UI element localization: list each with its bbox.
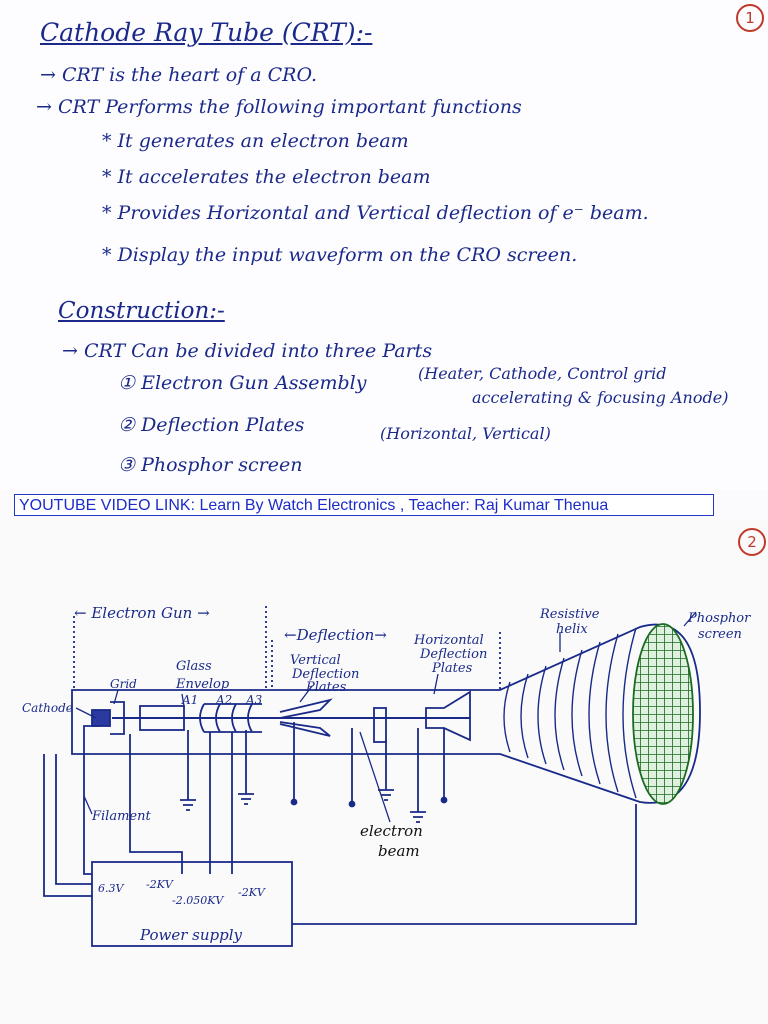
label-filament: Filament: [91, 809, 151, 824]
notes-page-1: 1 Cathode Ray Tube (CRT):- → CRT is the …: [0, 0, 768, 490]
label-a2: A2: [215, 693, 232, 707]
notes-page-2: 2: [0, 522, 768, 1024]
label-a1: A1: [181, 693, 198, 707]
label-6-3v: 6.3V: [98, 882, 124, 895]
part-item-3: ③ Phosphor screen: [118, 454, 303, 476]
label-horizontal-3: Plates: [431, 661, 473, 676]
label-deflection: ←Deflection→: [284, 626, 387, 644]
part-item-2: ② Deflection Plates: [118, 414, 305, 436]
function-item-4: * Display the input waveform on the CRO …: [102, 244, 578, 266]
horizontal-plate-left: [373, 707, 387, 743]
function-item-3: * Provides Horizontal and Vertical defle…: [102, 202, 649, 224]
note-line-2: → CRT Performs the following important f…: [36, 96, 522, 118]
label-glass-2: Envelop: [175, 677, 230, 692]
label-grid: Grid: [110, 677, 137, 691]
part-item-1: ① Electron Gun Assembly: [118, 372, 367, 394]
construction-heading: Construction:-: [58, 298, 225, 324]
label-horizontal-1: Horizontal: [413, 633, 484, 648]
label-glass-1: Glass: [176, 659, 212, 674]
label-minus-2050kv: -2.050KV: [172, 894, 224, 907]
label-vertical-2: Deflection: [291, 667, 359, 682]
label-vertical-1: Vertical: [290, 653, 341, 668]
label-electron-gun: ← Electron Gun →: [74, 604, 210, 622]
phosphor-screen: [632, 623, 694, 805]
page-title: Cathode Ray Tube (CRT):-: [40, 18, 373, 47]
note-line-1: → CRT is the heart of a CRO.: [40, 64, 317, 86]
label-cathode: Cathode: [22, 701, 73, 715]
label-resistive-1: Resistive: [539, 607, 600, 622]
horizontal-plate-right: [425, 690, 471, 742]
page-number-1: 1: [736, 4, 764, 32]
function-item-1: * It generates an electron beam: [102, 130, 409, 152]
youtube-link-banner[interactable]: YOUTUBE VIDEO LINK: Learn By Watch Elect…: [14, 494, 714, 516]
label-beam-1: electron: [360, 822, 423, 840]
construction-intro: → CRT Can be divided into three Parts: [62, 340, 433, 362]
label-minus-2kv: -2KV: [146, 878, 174, 891]
label-power-supply: Power supply: [139, 926, 243, 944]
label-phosphor-2: screen: [698, 627, 742, 642]
label-minus-2kv-b: -2KV: [238, 886, 266, 899]
cathode-block: [91, 709, 111, 727]
power-supply-box: [91, 861, 293, 947]
part-1-note-a: (Heater, Cathode, Control grid: [418, 364, 667, 383]
part-2-note: (Horizontal, Vertical): [380, 424, 551, 443]
resistive-helix: [503, 627, 637, 799]
label-resistive-2: helix: [556, 622, 588, 637]
label-phosphor-1: Phosphor: [687, 611, 751, 626]
label-vertical-3: Plates: [305, 680, 347, 695]
part-1-note-b: accelerating & focusing Anode): [472, 388, 729, 407]
page-number-2: 2: [738, 528, 766, 556]
crt-diagram: ← Electron Gun → ←Deflection→ Resistive …: [22, 604, 751, 947]
label-horizontal-2: Deflection: [419, 647, 487, 662]
label-a3: A3: [245, 693, 263, 707]
function-item-2: * It accelerates the electron beam: [102, 166, 431, 188]
label-beam-2: beam: [378, 842, 420, 860]
vertical-deflection-plates: [279, 698, 333, 737]
